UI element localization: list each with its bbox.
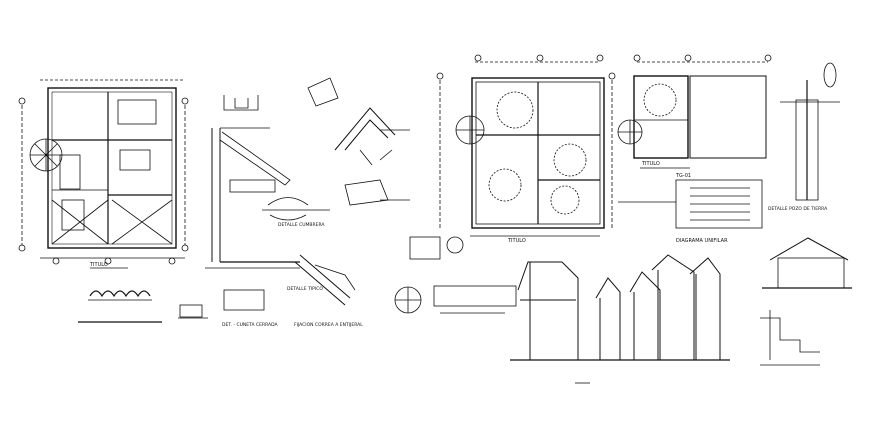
roof-sheet-profile [78, 290, 208, 323]
floor-plan-3: TITULO [617, 54, 772, 169]
truss-details: DETALLE CUMBRERA DETALLE TIPICO FIJACION… [262, 77, 410, 328]
floor-plan-1: TITULO [18, 79, 189, 269]
small-details [394, 236, 517, 314]
floor-plan-2: TITULO [436, 54, 616, 244]
house-elevation [762, 237, 852, 289]
plan2-title: TITULO [507, 238, 526, 244]
plan3-title: TITULO [641, 161, 660, 167]
det-cumbrera-label: DETALLE CUMBRERA [278, 222, 325, 228]
roof-section-detail: DET. - CUNETA CERRADA [205, 95, 300, 328]
single-line-diagram: TG-01 DIAGRAMA UNIFILAR [618, 173, 763, 244]
pozo-label: DETALLE POZO DE TIERRA [768, 206, 828, 212]
cuneta-label: DET. - CUNETA CERRADA [222, 322, 279, 328]
diagrama-label: DIAGRAMA UNIFILAR [676, 238, 728, 244]
fijacion-label: FIJACION CORREA A ENTIJERAL [294, 322, 363, 328]
wall-sections [510, 254, 730, 384]
footing-detail [760, 310, 820, 366]
det-tipico-label: DETALLE TIPICO [287, 286, 323, 292]
tg-label: TG-01 [675, 173, 691, 179]
plan1-title: TITULO [89, 262, 108, 268]
ground-pit-detail: DETALLE POZO DE TIERRA [768, 62, 840, 212]
